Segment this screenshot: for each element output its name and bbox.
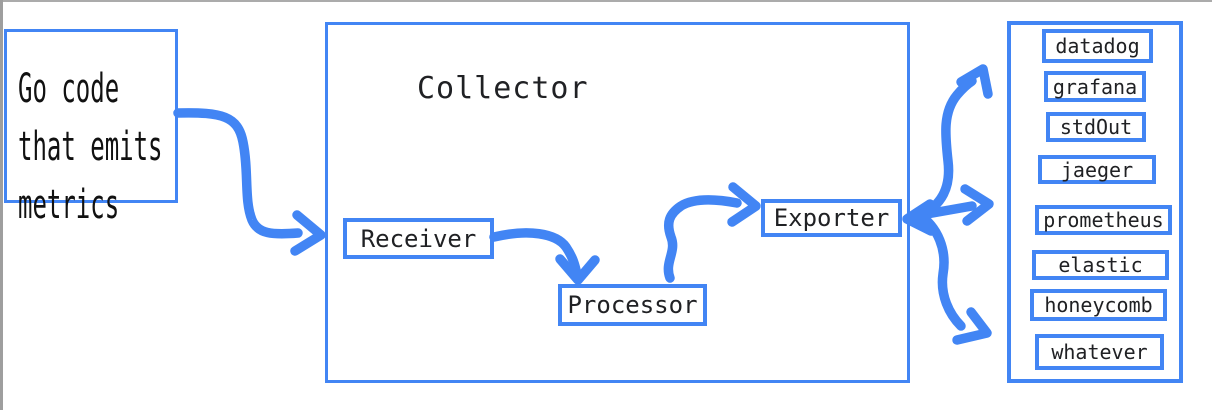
arrow-exporter-to-top-destinations[interactable] bbox=[913, 64, 993, 221]
source-line-1: Go code bbox=[18, 66, 120, 112]
exporter-box[interactable]: Exporter bbox=[761, 199, 902, 237]
collector-title: Collector bbox=[417, 71, 589, 106]
arrow-receiver-to-processor[interactable] bbox=[489, 228, 600, 285]
source-code-label: Go code that emits metrics bbox=[18, 60, 186, 234]
processor-box[interactable]: Processor bbox=[558, 284, 707, 326]
destination-label: grafana bbox=[1052, 74, 1138, 99]
receiver-box[interactable]: Receiver bbox=[343, 218, 494, 259]
destination-label: whatever bbox=[1051, 340, 1148, 364]
receiver-label: Receiver bbox=[360, 224, 477, 253]
window-edge-left bbox=[0, 0, 3, 410]
destination-label: prometheus bbox=[1043, 208, 1164, 232]
arrow-exporter-to-bottom-destinations[interactable] bbox=[912, 208, 992, 345]
destination-honeycomb[interactable]: honeycomb bbox=[1030, 289, 1167, 321]
destination-elastic[interactable]: elastic bbox=[1032, 250, 1169, 280]
source-line-3: metrics bbox=[18, 182, 120, 228]
destination-label: honeycomb bbox=[1044, 293, 1153, 317]
destination-grafana[interactable]: grafana bbox=[1044, 71, 1146, 102]
destination-label: jaeger bbox=[1060, 157, 1134, 182]
destination-label: elastic bbox=[1058, 253, 1143, 277]
destination-datadog[interactable]: datadog bbox=[1042, 29, 1153, 63]
destination-jaeger[interactable]: jaeger bbox=[1038, 155, 1156, 184]
destination-label: stdOut bbox=[1059, 115, 1133, 139]
arrow-processor-to-exporter[interactable] bbox=[663, 182, 761, 283]
destination-label: datadog bbox=[1055, 34, 1140, 58]
processor-label: Processor bbox=[567, 291, 698, 319]
source-code-box[interactable]: Go code that emits metrics bbox=[4, 29, 178, 228]
source-line-2: that emits bbox=[18, 124, 163, 170]
destination-whatever[interactable]: whatever bbox=[1035, 334, 1164, 370]
exporter-label: Exporter bbox=[773, 204, 890, 232]
window-edge-top bbox=[0, 0, 1212, 2]
destination-stdout[interactable]: stdOut bbox=[1046, 112, 1146, 142]
arrow-source-to-collector[interactable] bbox=[173, 108, 326, 256]
destination-prometheus[interactable]: prometheus bbox=[1035, 205, 1172, 235]
